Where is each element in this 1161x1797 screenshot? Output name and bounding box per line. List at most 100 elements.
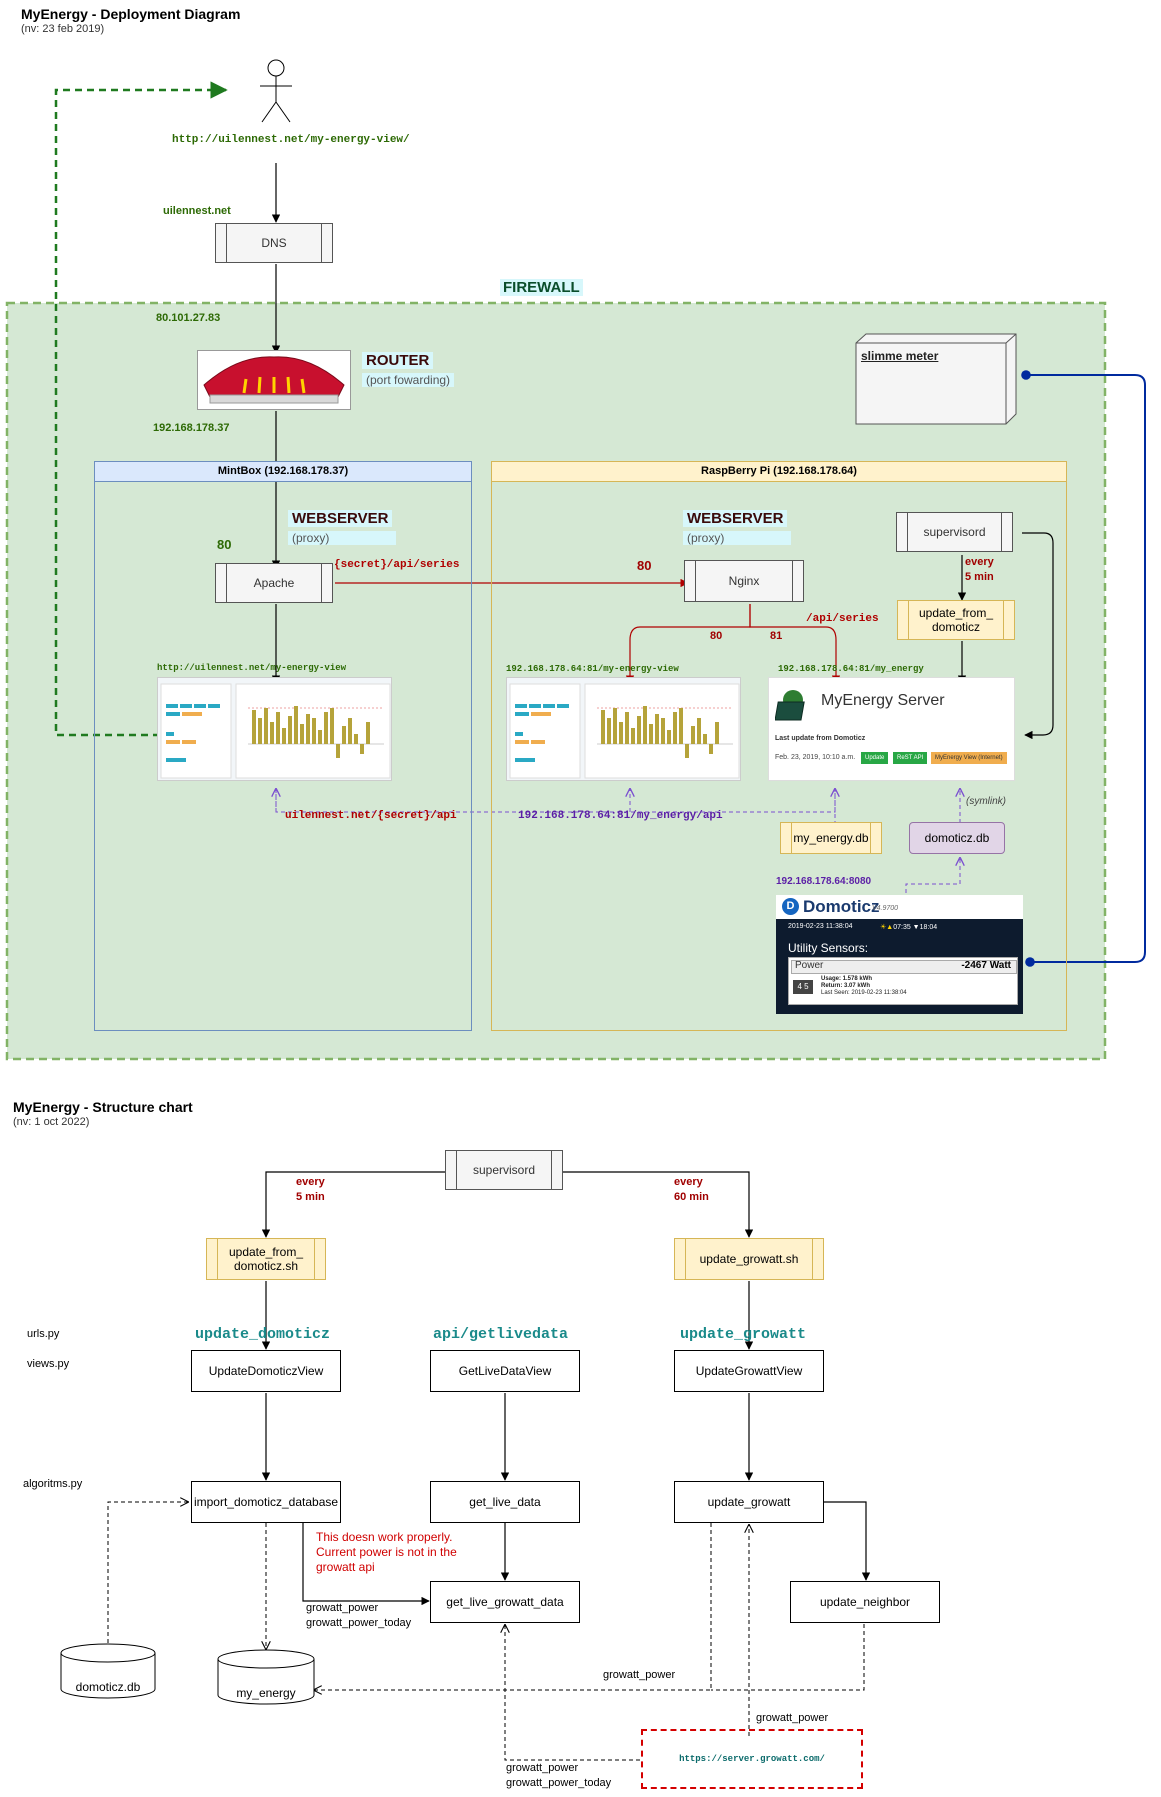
nginx-port-80: 80 <box>710 630 723 642</box>
symlink-label: (symlink) <box>966 796 1006 807</box>
supervisord-box: supervisord <box>445 1150 563 1190</box>
db-my-energy-label: my_energy <box>236 1686 296 1700</box>
growatt-warning: This doesn work properly. Current power … <box>316 1530 457 1574</box>
rpi-supervisord-box: supervisord <box>896 512 1013 552</box>
router-label: ROUTER <box>362 352 434 369</box>
domoticz-section: Utility Sensors: <box>788 941 869 955</box>
rpi-view-url: 192.168.178.64:81/my-energy-view <box>506 664 679 674</box>
domoticz-sun: ☀▲07:35 ▼18:04 <box>880 924 938 931</box>
fn-update-neighbor: update_neighbor <box>790 1581 940 1623</box>
my-energy-db: my_energy.db <box>780 822 882 854</box>
dns-name: uilennest.net <box>163 205 231 217</box>
energy-view-thumbnail <box>507 678 740 780</box>
nginx-api-series: /api/series <box>806 613 879 625</box>
deployment-version: (nv: 23 feb 2019) <box>21 23 105 35</box>
mintbox-view-screenshot <box>157 677 392 781</box>
apache-box: Apache <box>215 563 333 603</box>
views-py-label: views.py <box>27 1358 70 1370</box>
mintbox-webserver-label: WEBSERVER <box>288 510 393 527</box>
public-ip: 80.101.27.83 <box>156 312 221 324</box>
mintbox-title: MintBox (192.168.178.37) <box>95 462 471 482</box>
domoticz-header <box>776 895 1023 919</box>
smart-meter-label: slimme meter <box>861 349 939 363</box>
sensor-return: Return: 3.07 kWh <box>821 983 871 989</box>
solar-panel-icon <box>775 690 805 721</box>
update-from-domoticz-script: update_from_ domoticz.sh <box>206 1238 326 1280</box>
server-view-button[interactable]: MyEnergy View (Internet) <box>931 752 1007 764</box>
fn-update-growatt: update_growatt <box>674 1481 824 1523</box>
update-growatt-script: update_growatt.sh <box>674 1238 824 1280</box>
every-left: every <box>296 1176 325 1188</box>
myenergy-server-screenshot: MyEnergy Server Last update from Domotic… <box>768 677 1015 781</box>
view-update-growatt: UpdateGrowattView <box>674 1350 824 1392</box>
raspberry-title: RaspBerry Pi (192.168.178.64) <box>492 462 1066 482</box>
mintbox-webserver-sub: (proxy) <box>288 531 396 545</box>
nginx-box: Nginx <box>684 560 804 602</box>
label-growatt-power-today-2: growatt_power_today <box>506 1777 612 1789</box>
fn-get-live-data: get_live_data <box>430 1481 580 1523</box>
nginx-port-81: 81 <box>770 630 783 642</box>
server-date: Feb. 23, 2019, 10:10 a.m. <box>775 754 856 761</box>
label-growatt-power-mid: growatt_power <box>603 1669 676 1681</box>
rpi-api-url: 192.168.178.64:81/my_energy/api <box>518 810 723 822</box>
rpi-view-screenshot <box>506 677 741 781</box>
every-left-time: 5 min <box>296 1191 325 1203</box>
url-update-domoticz: update_domoticz <box>195 1326 331 1343</box>
router-sub: (port fowarding) <box>362 373 455 387</box>
server-last-update: Last update from Domoticz <box>775 735 866 742</box>
router-image <box>197 350 351 410</box>
structure-title: MyEnergy - Structure chart <box>13 1099 193 1115</box>
growatt-url[interactable]: https://server.growatt.com/ <box>679 1754 825 1764</box>
rpi-every: every <box>965 556 994 568</box>
server-rest-api-button[interactable]: ReST API <box>893 752 928 764</box>
raspberry-webserver-sub: (proxy) <box>683 531 791 545</box>
my-energy-db-cylinder <box>217 1649 315 1705</box>
rpi-update-from-domoticz: update_from_ domoticz <box>897 600 1015 640</box>
sun-icon: ☀▲ <box>880 924 894 931</box>
fn-get-live-growatt-data: get_live_growatt_data <box>430 1581 580 1623</box>
sensor-name: Power <box>795 960 824 971</box>
structure-version: (nv: 1 oct 2022) <box>13 1116 90 1128</box>
domoticz-db-cylinder <box>60 1643 156 1699</box>
fn-import-domoticz-database: import_domoticz_database <box>191 1481 341 1523</box>
energy-view-thumbnail <box>158 678 391 780</box>
router-lan-ip: 192.168.178.37 <box>153 422 230 434</box>
raspberry-container: RaspBerry Pi (192.168.178.64) <box>491 461 1067 1031</box>
firewall-label: FIREWALL <box>500 279 583 296</box>
mintbox-route-label: {secret}/api/series <box>334 559 460 571</box>
domoticz-url: 192.168.178.64:8080 <box>776 876 872 887</box>
rpi-server-url: 192.168.178.64:81/my_energy <box>778 664 924 674</box>
sensor-last-seen: Last Seen: 2019-02-23 11:38:04 <box>821 990 907 996</box>
domoticz-db: domoticz.db <box>909 822 1005 854</box>
label-growatt-power-right: growatt_power <box>756 1712 829 1724</box>
view-update-domoticz: UpdateDomoticzView <box>191 1350 341 1392</box>
every-right: every <box>674 1176 703 1188</box>
domoticz-version: V4.9700 <box>872 905 899 912</box>
domoticz-sensor-card: Power -2467 Watt 4 5 Usage: 1.578 kWh Re… <box>788 957 1018 1005</box>
mintbox-port: 80 <box>217 537 232 552</box>
urls-py-label: urls.py <box>27 1328 60 1340</box>
label-growatt-power-today-1: growatt_power_today <box>306 1617 412 1629</box>
mintbox-view-url: http://uilennest.net/my-energy-view <box>157 663 347 673</box>
raspberry-webserver-label: WEBSERVER <box>683 510 788 527</box>
domoticz-logo: Domoticz <box>803 897 880 916</box>
server-update-button[interactable]: Update <box>861 752 889 764</box>
db-domoticz-label: domoticz.db <box>75 1680 141 1694</box>
sensor-value: -2467 Watt <box>961 960 1011 971</box>
domoticz-screenshot: D Domoticz V4.9700 2019-02-23 11:38:04 ☀… <box>776 895 1023 1014</box>
smart-meter-node <box>855 333 1017 425</box>
sensor-title-bar <box>791 960 1017 974</box>
view-get-live-data: GetLiveDataView <box>430 1350 580 1392</box>
url-update-growatt: update_growatt <box>680 1326 807 1343</box>
dns-box: DNS <box>215 223 333 263</box>
label-growatt-power-1: growatt_power <box>306 1602 379 1614</box>
url-getlivedata: api/getlivedata <box>433 1326 569 1343</box>
router-icon <box>203 356 345 404</box>
domoticz-timestamp: 2019-02-23 11:38:04 <box>788 923 853 930</box>
label-growatt-power-2: growatt_power <box>506 1762 579 1774</box>
every-right-time: 60 min <box>674 1191 709 1203</box>
mintbox-api-url: uilennest.net/{secret}/api <box>285 810 457 822</box>
rpi-every-time: 5 min <box>965 571 994 583</box>
user-actor-icon <box>260 59 292 123</box>
mintbox-container: MintBox (192.168.178.37) <box>94 461 472 1031</box>
